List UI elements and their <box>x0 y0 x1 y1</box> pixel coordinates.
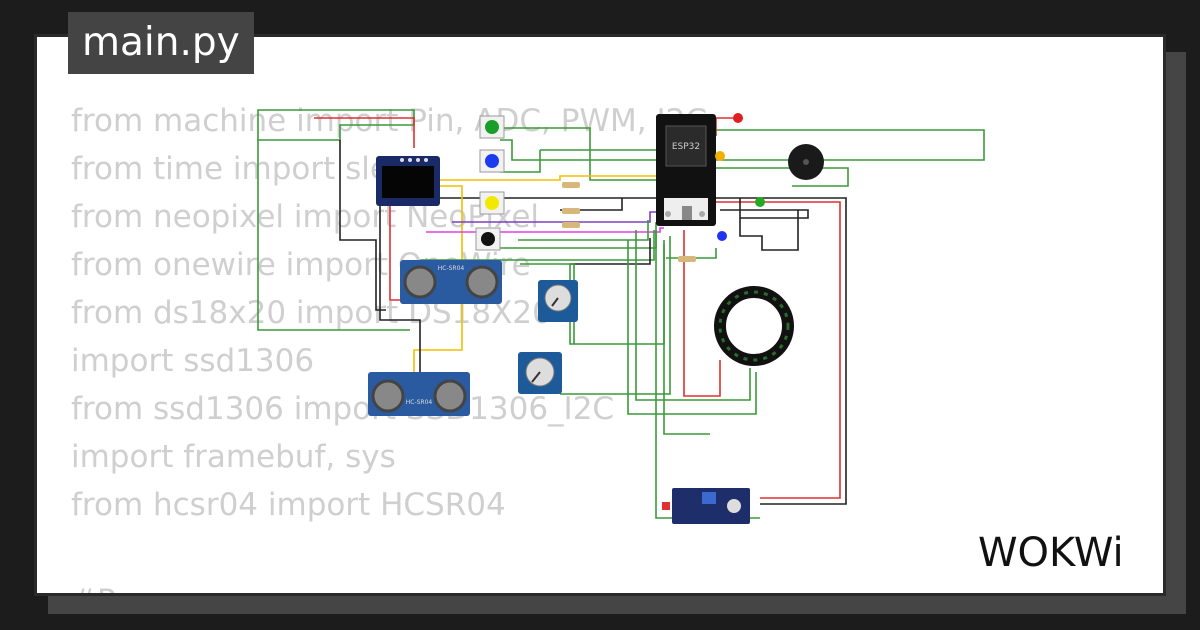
sensor-label: HC-SR04 <box>438 265 465 272</box>
ultrasonic-sensor-bottom: HC-SR04 <box>368 372 470 416</box>
code-line: #P <box>71 577 707 593</box>
led-green <box>755 197 765 207</box>
wires <box>257 109 985 519</box>
file-tab[interactable]: main.py <box>68 12 254 74</box>
wire-yellow <box>432 175 660 181</box>
resistors <box>562 182 696 262</box>
wire-red <box>314 117 415 148</box>
wire-black <box>560 198 623 211</box>
sensor-label: HC-SR04 <box>406 399 433 406</box>
wire-green <box>700 129 985 161</box>
wire-black <box>739 198 799 251</box>
wire-green <box>500 139 656 161</box>
wire-black <box>720 209 809 219</box>
wire-red <box>714 201 841 499</box>
wire-green <box>518 220 649 241</box>
wire-red <box>683 230 721 397</box>
wire-green <box>716 167 849 187</box>
led-red <box>733 113 743 123</box>
wokwi-logo: WOKWi <box>976 524 1150 582</box>
wire-green <box>560 236 671 395</box>
push-button-black <box>475 227 501 251</box>
wire-green <box>257 109 415 141</box>
wire-black <box>379 194 421 372</box>
wire-green <box>257 140 410 331</box>
wokwi-logo-icon: WOKWi <box>978 530 1124 576</box>
buzzer <box>788 144 824 180</box>
led-yellow <box>715 151 725 161</box>
code-line: import framebuf, sys <box>71 439 396 475</box>
potentiometer-2 <box>518 352 562 394</box>
code-line: import ssd1306 <box>71 343 315 379</box>
esp32-label: ESP32 <box>672 142 700 152</box>
logo-text: WOKWi <box>978 530 1124 576</box>
push-button-yellow <box>479 191 505 215</box>
wire-green <box>500 149 656 173</box>
wire-green <box>627 240 757 415</box>
esp32-board: ESP32 <box>656 114 716 226</box>
wire-green <box>420 230 655 261</box>
wire-magenta <box>426 227 664 233</box>
push-button-blue <box>479 149 505 173</box>
ultrasonic-sensor-top: HC-SR04 <box>400 260 502 304</box>
wire-green <box>655 230 760 519</box>
wire-green <box>500 127 656 181</box>
code-line: from hcsr04 import HCSR04 <box>71 487 506 523</box>
push-button-green <box>479 115 505 139</box>
oled-display <box>376 156 440 206</box>
led-blue <box>717 231 727 241</box>
neopixel-ring <box>714 286 794 366</box>
code-line: from machine import Pin, ADC, PWM, I2C <box>71 103 707 139</box>
wire-black <box>570 238 651 265</box>
wire-green <box>663 244 710 435</box>
potentiometer-1 <box>538 280 578 322</box>
wire-green <box>635 230 751 401</box>
wire-yellow <box>413 185 463 374</box>
wire-black <box>420 197 847 505</box>
sensor-module <box>662 488 750 524</box>
